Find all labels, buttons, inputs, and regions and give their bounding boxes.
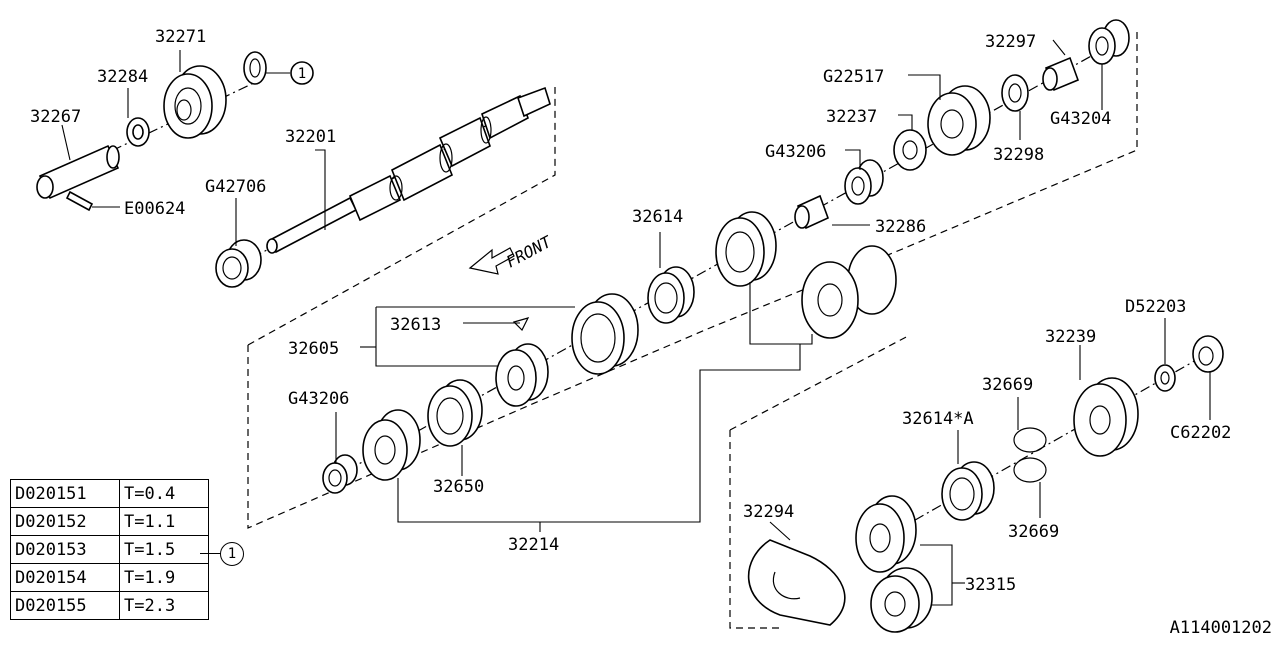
gear-32315-upper: [855, 495, 917, 573]
label-32315: 32315: [965, 575, 1016, 595]
label-32286: 32286: [875, 217, 926, 237]
label-32294: 32294: [743, 502, 794, 522]
label-32271: 32271: [155, 27, 206, 47]
label-32239: 32239: [1045, 327, 1096, 347]
shim-thickness: T=1.1: [119, 507, 209, 536]
shim-part-number: D020152: [10, 507, 120, 536]
label-32614A: 32614*A: [902, 409, 974, 429]
shim-part-number: D020151: [10, 479, 120, 508]
label-E00624: E00624: [124, 199, 185, 219]
shim-thickness: T=1.5: [119, 535, 209, 564]
ref-circle-table: 1: [220, 542, 244, 566]
reverse-boundary-top: [729, 334, 911, 431]
front-arrow: FRONT: [468, 232, 556, 275]
key-32613: [512, 317, 530, 332]
bearing-G43204: [1088, 19, 1130, 65]
gear-32315-lower: [870, 567, 933, 633]
clip-32669-upper: [1013, 427, 1047, 453]
hub-32605: [495, 343, 549, 407]
shim-thickness: T=1.9: [119, 563, 209, 592]
clip-32669-lower: [1013, 457, 1047, 483]
ref-circle-upper: [290, 61, 314, 85]
nut-C62202: [1192, 335, 1224, 373]
label-32613: 32613: [390, 315, 441, 335]
label-32605: 32605: [288, 339, 339, 359]
label-D52203: D52203: [1125, 297, 1186, 317]
mainshaft-group-boundary: [247, 30, 1138, 529]
shim-thickness: T=2.3: [119, 591, 209, 620]
label-32201: 32201: [285, 127, 336, 147]
label-32669-upper: 32669: [982, 375, 1033, 395]
table-row: D020154 T=1.9: [10, 563, 209, 592]
shim-thickness-table: D020151 T=0.4 D020152 T=1.1 D020153 T=1.…: [10, 479, 209, 620]
label-32237: 32237: [826, 107, 877, 127]
needle-bearing-upper: [844, 159, 884, 205]
bearing-G42706: [215, 239, 262, 288]
needle-bearing-lower: [322, 454, 358, 494]
label-G42706: G42706: [205, 177, 266, 197]
shaft-32267: [36, 144, 120, 200]
nut-32237: [893, 129, 927, 171]
washer-32284: [126, 117, 150, 147]
label-G43206-lower: G43206: [288, 389, 349, 409]
gear-32271: [163, 65, 227, 139]
label-C62202: C62202: [1170, 423, 1231, 443]
gear-large: [715, 211, 777, 287]
reverse-group-boundary: [729, 430, 780, 629]
label-32214: 32214: [508, 535, 559, 555]
shim-part-number: D020155: [10, 591, 120, 620]
gear-32214: [362, 409, 421, 481]
label-G43206-upper: G43206: [765, 142, 826, 162]
shim-thickness: T=0.4: [119, 479, 209, 508]
label-32298: 32298: [993, 145, 1044, 165]
label-32669-lower: 32669: [1008, 522, 1059, 542]
table-row: D020153 T=1.5: [10, 535, 209, 564]
table-ref-leader: [200, 553, 221, 554]
label-G43204: G43204: [1050, 109, 1111, 129]
cover-32294: [747, 539, 846, 626]
gear-32239: [1073, 377, 1139, 457]
label-32614: 32614: [632, 207, 683, 227]
label-G22517: G22517: [823, 67, 884, 87]
diagram-id: A114001202: [1169, 618, 1272, 638]
ring-32650: [427, 379, 483, 447]
front-label: FRONT: [503, 232, 556, 272]
pin-E00624: [65, 190, 94, 212]
ring-32614A: [941, 461, 995, 521]
label-32267: 32267: [30, 107, 81, 127]
table-row: D020151 T=0.4: [10, 479, 209, 508]
mainshaft-32201: [266, 86, 551, 254]
shim-part-number: D020153: [10, 535, 120, 564]
collar-32297: [1042, 56, 1080, 92]
sleeve-32605: [571, 293, 639, 375]
ref-marker-upper: 1: [298, 66, 306, 82]
label-32284: 32284: [97, 67, 148, 87]
upper-group-boundary: [247, 87, 556, 346]
shim-washer: [243, 51, 267, 85]
bearing-G22517: [927, 85, 991, 156]
table-row: D020152 T=1.1: [10, 507, 209, 536]
table-row: D020155 T=2.3: [10, 591, 209, 620]
washer-D52203: [1154, 364, 1176, 392]
gear-double: [801, 245, 897, 339]
washer-32298: [1001, 74, 1029, 112]
ring-32614: [647, 266, 695, 324]
label-32297: 32297: [985, 32, 1036, 52]
shim-part-number: D020154: [10, 563, 120, 592]
label-32650: 32650: [433, 477, 484, 497]
sleeve-32286: [794, 194, 830, 230]
